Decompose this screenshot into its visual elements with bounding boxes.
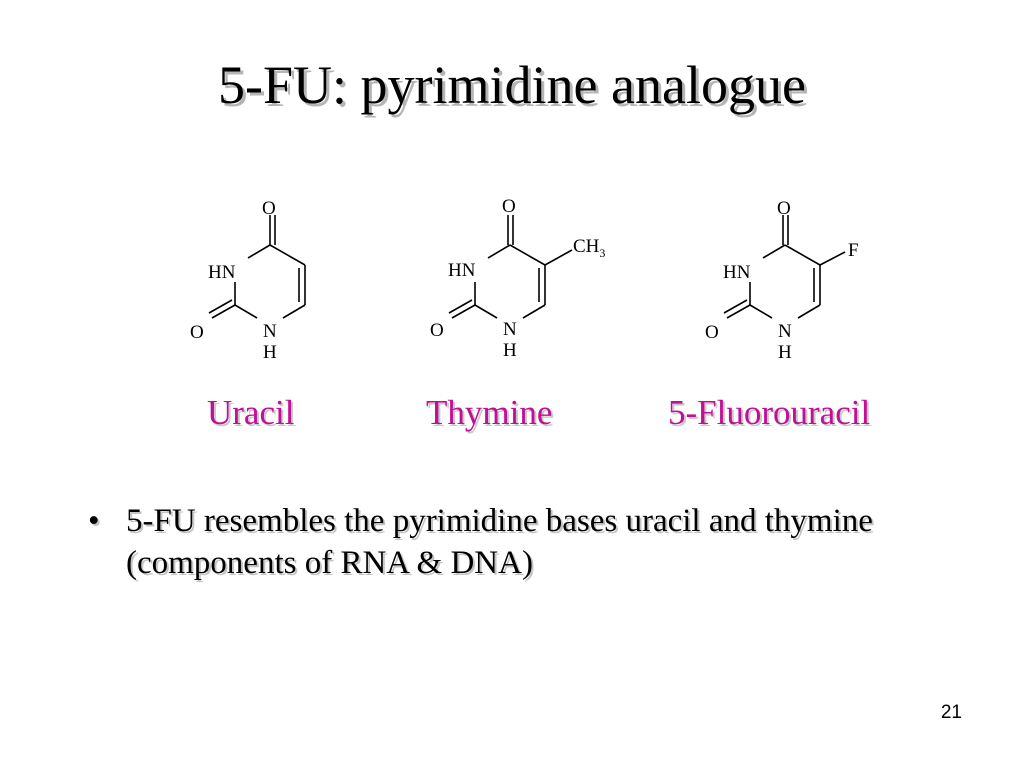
bullet-text: 5-FU resembles the pyrimidine bases urac…: [126, 503, 873, 581]
bond-n3-c4: [487, 244, 511, 259]
uracil-structure: O HN O N H: [190, 198, 306, 363]
atom-o-left: O: [430, 320, 444, 341]
atom-n: N: [263, 321, 277, 342]
bond-c5-f: [819, 251, 846, 266]
bond-c6-n1: [797, 304, 821, 319]
label-uracil: Uracil: [207, 393, 295, 432]
substituent-label: CH3: [573, 236, 605, 260]
atom-hn: HN: [448, 260, 476, 281]
bond-c2-o-double: [723, 299, 748, 314]
atom-o-left: O: [190, 322, 204, 343]
bond-c6-n1: [282, 304, 306, 319]
atom-h: H: [263, 342, 277, 363]
atom-f: F: [848, 240, 859, 261]
bond-c2-o: [726, 304, 751, 319]
bond-c2-o-double: [448, 299, 473, 314]
thymine-structure: O HN O N H CH3: [430, 196, 605, 361]
atom-hn: HN: [723, 262, 751, 283]
bond-c2-o-double: [208, 299, 233, 314]
page-number: 21: [940, 702, 962, 723]
atom-hn: HN: [208, 262, 236, 283]
bullet-item: • 5-FU resembles the pyrimidine bases ur…: [88, 500, 948, 584]
bullet-marker: •: [88, 503, 100, 539]
bullet-list: • 5-FU resembles the pyrimidine bases ur…: [88, 500, 948, 584]
bond-c4-c5: [269, 244, 306, 266]
atom-o-top: O: [777, 198, 791, 219]
atom-o-top: O: [262, 198, 276, 219]
substituent-main: CH: [573, 236, 600, 257]
bond-c6-n1: [522, 304, 546, 319]
label-fluorouracil: 5-Fluorouracil: [668, 393, 871, 432]
bond-n1-c2: [749, 304, 773, 319]
atom-h: H: [503, 340, 517, 361]
bond-n1-c2: [234, 304, 258, 319]
bond-c4-c5: [784, 244, 821, 266]
slide-title: 5-FU: pyrimidine analogue: [218, 55, 806, 115]
bond-c5-methyl: [544, 249, 573, 266]
bond-c2-o: [211, 304, 236, 319]
label-thymine: Thymine: [426, 393, 553, 432]
atom-h: H: [778, 342, 792, 363]
bond-n3-c4: [762, 244, 786, 259]
substituent-subscript: 3: [599, 246, 605, 260]
bond-n1-c2: [474, 304, 498, 319]
bond-c4-c5: [509, 244, 546, 266]
atom-o-top: O: [502, 196, 516, 217]
atom-o-left: O: [705, 322, 719, 343]
bond-n3-c4: [247, 244, 271, 259]
atom-n: N: [503, 319, 517, 340]
fluorouracil-structure: O HN O N H F: [705, 198, 859, 363]
atom-n: N: [778, 321, 792, 342]
bond-c2-o: [451, 304, 476, 319]
